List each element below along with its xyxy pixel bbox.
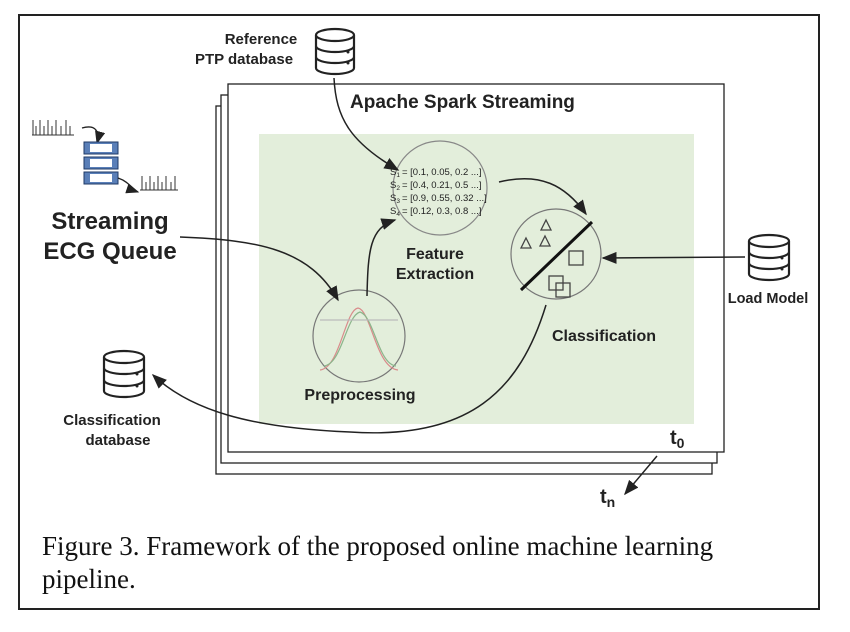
classification-label: Classification [552, 328, 656, 345]
feature-label-1: S [390, 167, 396, 178]
arrow-preprocessing-to-feature [366, 218, 397, 297]
ecg-signal-icon [32, 120, 74, 136]
feature-value-2: = [0.4, 0.21, 0.5 ...] [402, 180, 481, 191]
reference-db-label-2: PTP database [195, 51, 293, 68]
spark-title: Apache Spark Streaming [350, 92, 575, 113]
feature-label-4: S [390, 206, 396, 217]
queue-out-arrow [117, 177, 140, 194]
svg-text:S2= [0.4, 0.21, 0.5 ...]: S2= [0.4, 0.21, 0.5 ...] [390, 180, 481, 192]
figure-caption: Figure 3. Framework of the proposed onli… [42, 531, 714, 594]
tn-label: tn [600, 486, 615, 510]
arrow-load-model [601, 251, 746, 264]
feature-extraction-circle [392, 140, 488, 236]
t0-label: t0 [670, 427, 685, 451]
feature-label-2: S [390, 180, 396, 191]
preprocessing-circle [312, 289, 406, 383]
feature-sub-3: 3 [396, 198, 400, 205]
feature-label-3: S [390, 193, 396, 204]
feature-vectors: S1= [0.1, 0.05, 0.2 ...] S2= [0.4, 0.21,… [390, 167, 487, 218]
feature-value-3: = [0.9, 0.55, 0.32 ...] [402, 193, 487, 204]
feature-value-1: = [0.1, 0.05, 0.2 ...] [402, 167, 481, 178]
feature-sub-1: 1 [396, 172, 400, 179]
classification-database-icon [102, 349, 146, 399]
reference-database-icon [314, 27, 356, 76]
figure-frame [18, 14, 820, 610]
feature-sub-2: 2 [396, 185, 400, 192]
arrow-queue-to-preprocessing [179, 236, 339, 302]
feature-sub-4: 4 [396, 211, 400, 218]
svg-text:S1= [0.1, 0.05, 0.2 ...]: S1= [0.1, 0.05, 0.2 ...] [390, 167, 481, 179]
reference-db-label-1: Reference [225, 31, 298, 48]
svg-text:S3= [0.9, 0.55, 0.32 ...]: S3= [0.9, 0.55, 0.32 ...] [390, 193, 487, 205]
gaussian-curves-icon [319, 307, 399, 371]
processing-panel [259, 134, 694, 424]
svg-text:S4= [0.12, 0.3, 0.8 ...]: S4= [0.12, 0.3, 0.8 ...] [390, 206, 481, 218]
queue-in-arrow [81, 126, 106, 145]
arrow-reference-to-feature [333, 77, 400, 171]
queue-stack-icon [83, 141, 119, 185]
load-model-database-icon [747, 233, 791, 282]
load-model-label: Load Model [728, 291, 809, 307]
preprocessing-label: Preprocessing [304, 387, 415, 404]
feature-label-line2: Extraction [396, 266, 474, 283]
classification-db-label-2: database [85, 432, 150, 449]
classification-db-label-1: Classification [63, 412, 161, 429]
classifier-shapes-icon [519, 218, 594, 298]
ecg-signal-out-icon [140, 176, 178, 191]
arrow-to-classification-db [151, 304, 547, 434]
arrow-time [624, 455, 658, 496]
queue-label-2: ECG Queue [43, 238, 176, 265]
feature-label-line1: Feature [406, 246, 464, 263]
feature-value-4: = [0.12, 0.3, 0.8 ...] [402, 206, 481, 217]
arrow-feature-to-classification [498, 178, 587, 216]
classification-circle [510, 208, 602, 300]
queue-label-1: Streaming [51, 208, 168, 235]
